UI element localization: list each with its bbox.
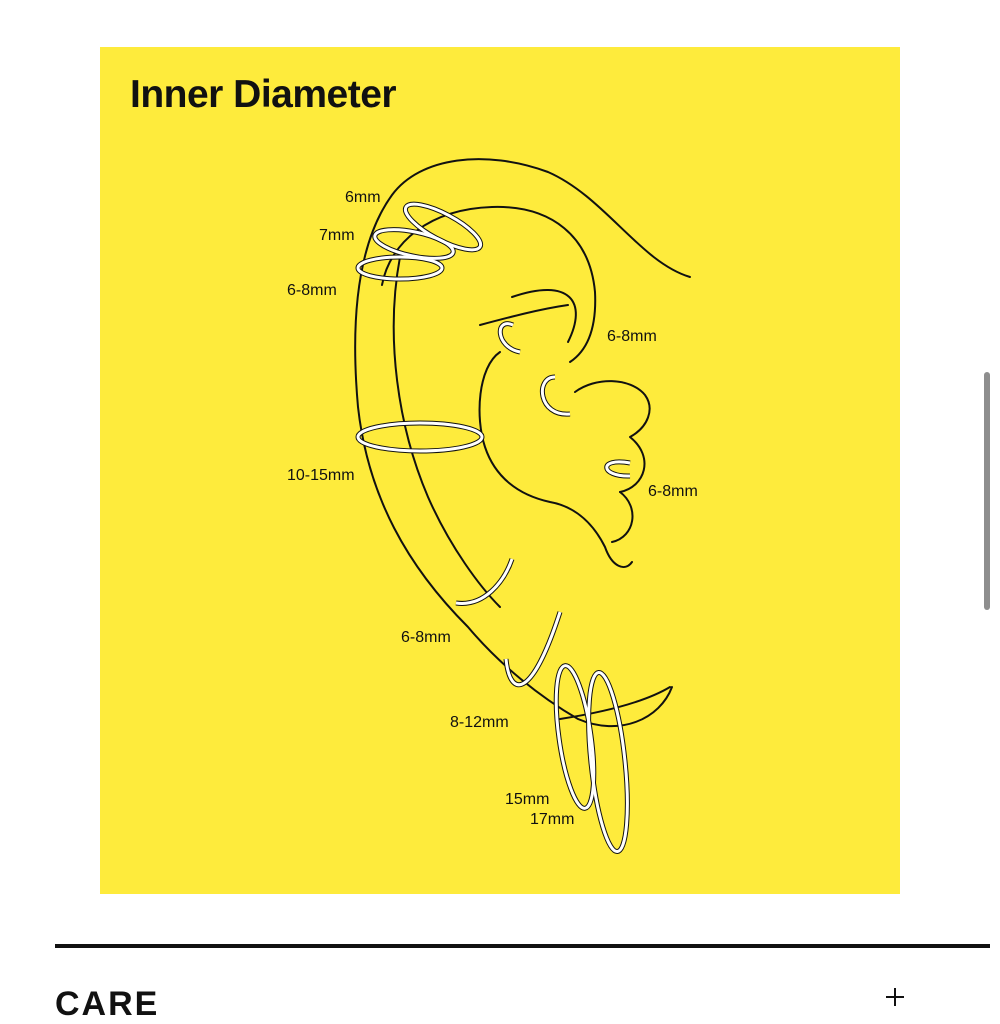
- ear-antihelix-inner: [511, 288, 577, 343]
- mid-lobe-ring: [504, 611, 562, 687]
- ear-crus: [479, 304, 569, 326]
- ear-outer-outline: [354, 158, 691, 728]
- section-divider: [55, 944, 990, 948]
- label-helix-mid: 7mm: [319, 227, 355, 244]
- plus-icon[interactable]: [884, 986, 906, 1008]
- ear-tragus: [574, 380, 651, 493]
- lobe-ring-17mm: [587, 670, 629, 854]
- daith-ring-lower: [540, 375, 571, 416]
- label-lobe-15: 15mm: [505, 791, 549, 808]
- helix-low-ring: [356, 255, 444, 281]
- flat-ring: [356, 421, 484, 453]
- label-mid-lobe: 8-12mm: [450, 714, 509, 731]
- label-daith: 6-8mm: [607, 328, 657, 345]
- ear-antitragus: [611, 491, 634, 543]
- lobe-ring-15mm: [554, 664, 596, 810]
- label-helix-low: 6-8mm: [287, 282, 337, 299]
- size-guide-panel: 6mm 7mm 6-8mm 6-8mm 10-15mm 6-8mm 6-8mm …: [100, 47, 900, 894]
- ear-diagram: 6mm 7mm 6-8mm 6-8mm 10-15mm 6-8mm 6-8mm …: [287, 158, 698, 855]
- tragus-ring: [605, 460, 631, 478]
- label-lobe-17: 17mm: [530, 811, 574, 828]
- helix-top-ring: [403, 202, 483, 252]
- helix-mid-ring: [373, 228, 455, 260]
- upper-lobe-ring: [455, 558, 514, 605]
- ear-concha: [478, 351, 633, 568]
- daith-ring-upper: [498, 322, 521, 354]
- panel-title: Inner Diameter: [130, 73, 397, 116]
- label-upper-lobe: 6-8mm: [401, 629, 451, 646]
- scrollbar-thumb[interactable]: [984, 372, 990, 610]
- label-helix-top: 6mm: [345, 189, 381, 206]
- care-section-heading[interactable]: CARE: [55, 985, 160, 1023]
- label-flat: 10-15mm: [287, 467, 355, 484]
- label-tragus: 6-8mm: [648, 483, 698, 500]
- ear-lobe-line: [559, 686, 671, 720]
- ear-antihelix: [392, 256, 501, 608]
